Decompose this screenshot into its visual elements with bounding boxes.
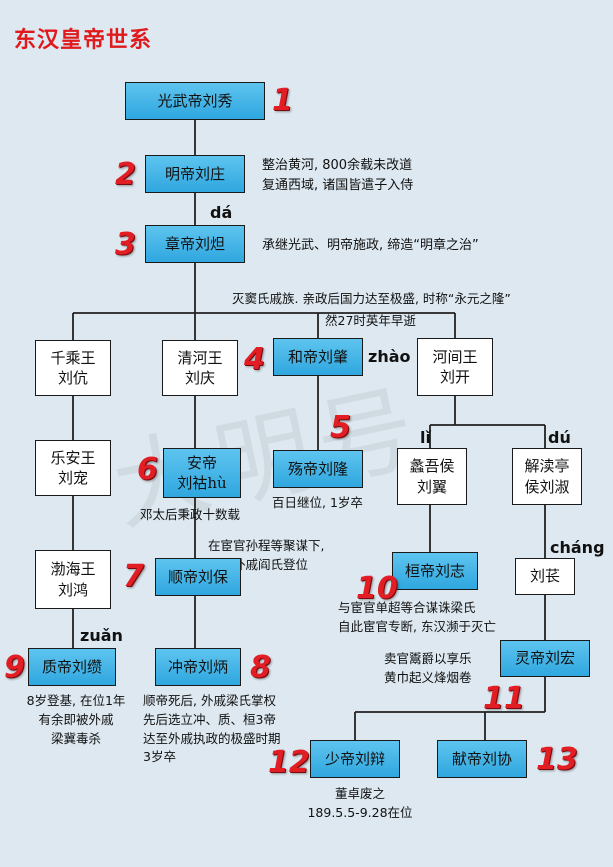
note-shang: 百日继位, 1岁卒: [272, 495, 363, 510]
note-zhi: 8岁登基, 在位1年 有余即被外戚 梁冀毒杀: [26, 693, 126, 746]
order-number: 1: [272, 83, 293, 118]
note-shao: 董卓废之 189.5.5-9.28在位: [307, 786, 413, 820]
order-number: 5: [330, 410, 351, 445]
page-title: 东汉皇帝世系: [14, 28, 153, 53]
node-bohai: 渤海王 刘鸿: [35, 550, 111, 609]
pinyin-zuan: zuǎn: [80, 626, 123, 645]
pinyin-li: lǐ: [420, 428, 431, 447]
pinyin-da: dá: [210, 203, 233, 222]
note-huan: 与宦官单超等合谋诛梁氏 自此宦官专断, 东汉濒于灭亡: [338, 600, 496, 634]
node-he: 和帝刘肇: [273, 338, 363, 376]
order-number: 12: [268, 745, 310, 780]
node-qinghe: 清河王 刘庆: [162, 340, 238, 396]
order-number: 7: [123, 559, 144, 594]
order-number: 10: [356, 571, 398, 606]
order-number: 8: [250, 650, 271, 685]
order-number: 11: [483, 681, 525, 716]
node-liwu: 蠡吾侯 刘翼: [397, 448, 467, 505]
node-huan: 桓帝刘志: [392, 552, 478, 590]
node-jiedu: 解渎亭 侯刘淑: [512, 448, 582, 505]
node-liuchang: 刘苌: [515, 558, 575, 595]
pinyin-zhao: zhào: [368, 347, 411, 366]
node-hejian: 河间王 刘开: [417, 338, 493, 396]
order-number: 13: [536, 742, 578, 777]
node-xian: 献帝刘协: [437, 740, 527, 778]
pinyin-chang: cháng: [550, 538, 605, 557]
note-ming: 整治黄河, 800余载未改道 复通西域, 诸国皆遣子入侍: [262, 158, 414, 193]
node-ling: 灵帝刘宏: [500, 640, 590, 677]
node-zhi: 质帝刘缵: [28, 648, 116, 686]
node-ming: 明帝刘庄: [145, 155, 245, 193]
order-number: 4: [244, 342, 265, 377]
note-chong: 顺帝死后, 外戚梁氏掌权 先后选立冲、质、桓3帝 达至外戚执政的极盛时期 3岁卒: [143, 693, 281, 765]
order-number: 2: [115, 157, 136, 192]
pinyin-du: dú: [548, 428, 571, 447]
node-shao: 少帝刘辩: [310, 740, 400, 778]
order-number: 3: [115, 227, 136, 262]
node-shang: 殇帝刘隆: [273, 450, 363, 488]
node-qiancheng: 千乘王 刘伉: [35, 340, 111, 396]
node-chong: 冲帝刘炳: [155, 648, 241, 686]
note-zhang: 承继光武、明帝施政, 缔造“明章之治”: [262, 238, 479, 253]
node-guangwu: 光武帝刘秀: [125, 82, 265, 120]
order-number: 6: [137, 452, 158, 487]
node-lean: 乐安王 刘宠: [35, 440, 111, 496]
note-he-2: 然27时英年早逝: [325, 313, 416, 328]
order-number: 9: [4, 650, 25, 685]
note-ling: 卖官鬻爵以享乐 黄巾起义烽烟卷: [384, 651, 472, 685]
node-zhang: 章帝刘炟: [145, 225, 245, 263]
node-shun: 顺帝刘保: [155, 558, 241, 596]
note-an: 邓太后秉政十数载: [140, 507, 241, 522]
note-he: 灭窦氏戚族. 亲政后国力达至极盛, 时称“永元之隆”: [232, 291, 511, 306]
node-an: 安帝 刘祜hù: [163, 448, 241, 498]
